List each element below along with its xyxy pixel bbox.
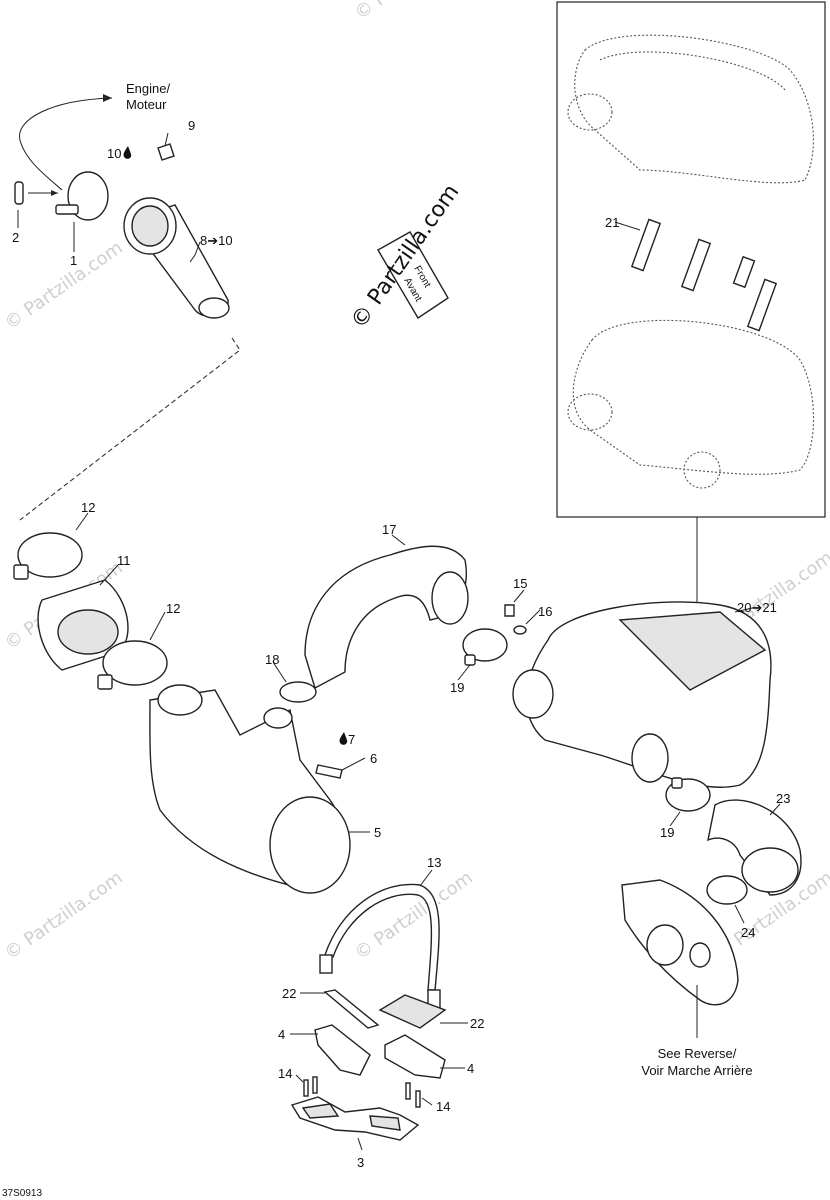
part-4-bracket-right (384, 1034, 446, 1079)
part-3-plate (290, 1096, 420, 1141)
part-1-clamp (55, 171, 109, 221)
label-part-13: 13 (427, 855, 441, 870)
reverse-note-line2: Voir Marche Arrière (641, 1063, 752, 1078)
part-13-strap (319, 883, 441, 1009)
engine-note-line1: Engine/ (126, 81, 170, 96)
label-part-8-10: 8➔10 (200, 233, 233, 248)
label-part-22-right: 22 (470, 1016, 484, 1031)
engine-note-line2: Moteur (126, 97, 167, 112)
label-part-19-upper: 19 (450, 680, 464, 695)
part-12-clamp-upper (13, 532, 83, 580)
label-part-10: 10 (107, 146, 121, 161)
label-part-22-left: 22 (282, 986, 296, 1001)
oil-drop-icon (123, 146, 132, 159)
part-14-screws-left (303, 1076, 318, 1097)
label-part-9: 9 (188, 118, 195, 133)
part-21-strips (630, 218, 778, 332)
reverse-note-line1: See Reverse/ (658, 1046, 737, 1061)
part-6-sensor (315, 764, 343, 779)
part-11-coupler (37, 579, 129, 671)
part-22-pad-left (323, 989, 380, 1029)
label-part-5: 5 (374, 825, 381, 840)
label-part-19-lower: 19 (660, 825, 674, 840)
part-22-pad-right (378, 994, 447, 1029)
watermark-main: © Partzilla.com (346, 180, 464, 333)
label-part-18: 18 (265, 652, 279, 667)
part-19-clamp-upper (462, 628, 508, 666)
part-16-washer (513, 625, 527, 635)
reverse-outlet-plate (621, 879, 739, 1006)
label-part-15: 15 (513, 576, 527, 591)
inset-box (556, 1, 826, 518)
label-part-12-upper: 12 (81, 500, 95, 515)
part-labels: 2 1 9 10 8➔10 12 11 12 17 15 16 18 19 7 … (12, 118, 790, 1170)
label-part-6: 6 (370, 751, 377, 766)
part-18-clamp (279, 681, 317, 703)
label-part-4-right: 4 (467, 1061, 474, 1076)
diagram-code: 37S0913 (2, 1188, 42, 1199)
watermark-tile: © Partzilla.com (351, 867, 477, 964)
oil-drop-icon (339, 732, 348, 745)
label-part-14-right: 14 (436, 1099, 450, 1114)
part-24-clamp (706, 875, 748, 905)
part-12-clamp-lower (97, 640, 168, 690)
label-part-14-left: 14 (278, 1066, 292, 1081)
part-23-elbow (707, 799, 802, 896)
part-2-pin (14, 181, 24, 205)
label-part-12-lower: 12 (166, 601, 180, 616)
part-8-pipe (123, 197, 230, 319)
inset-muffler-top (567, 34, 814, 184)
watermark-tile: © Partzilla.com (1, 867, 127, 964)
inset-muffler-bottom (567, 319, 815, 489)
label-part-3: 3 (357, 1155, 364, 1170)
leader-lines (17, 132, 781, 1151)
part-14-screws-right (405, 1082, 421, 1108)
label-part-1: 1 (70, 253, 77, 268)
part-5-muffler (149, 684, 351, 894)
part-4-bracket-left (314, 1024, 371, 1076)
label-part-11: 11 (117, 553, 131, 568)
watermark-tiles: © Partzilla.com © Partzilla.com © Partzi… (1, 0, 830, 964)
part-17-hose (304, 545, 469, 690)
label-part-24: 24 (741, 925, 755, 940)
engine-arrow (19, 94, 113, 191)
watermark-tile: © Partzilla.com (351, 0, 477, 24)
part-15-nut (504, 604, 515, 617)
label-part-7: 7 (348, 732, 355, 747)
label-part-23: 23 (776, 791, 790, 806)
label-part-2: 2 (12, 230, 19, 245)
connection-line (19, 337, 241, 521)
part-9-fitting (157, 143, 175, 161)
label-part-4-left: 4 (278, 1027, 285, 1042)
watermark-tile: © Partzilla.com (1, 237, 127, 334)
part-20-resonator (512, 601, 772, 788)
front-direction-badge: Front Avant (377, 231, 449, 319)
label-part-20-21: 20➔21 (737, 600, 777, 615)
label-part-16: 16 (538, 604, 552, 619)
part-19-clamp-lower (665, 777, 711, 812)
label-part-17: 17 (382, 522, 396, 537)
label-part-21: 21 (605, 215, 619, 230)
